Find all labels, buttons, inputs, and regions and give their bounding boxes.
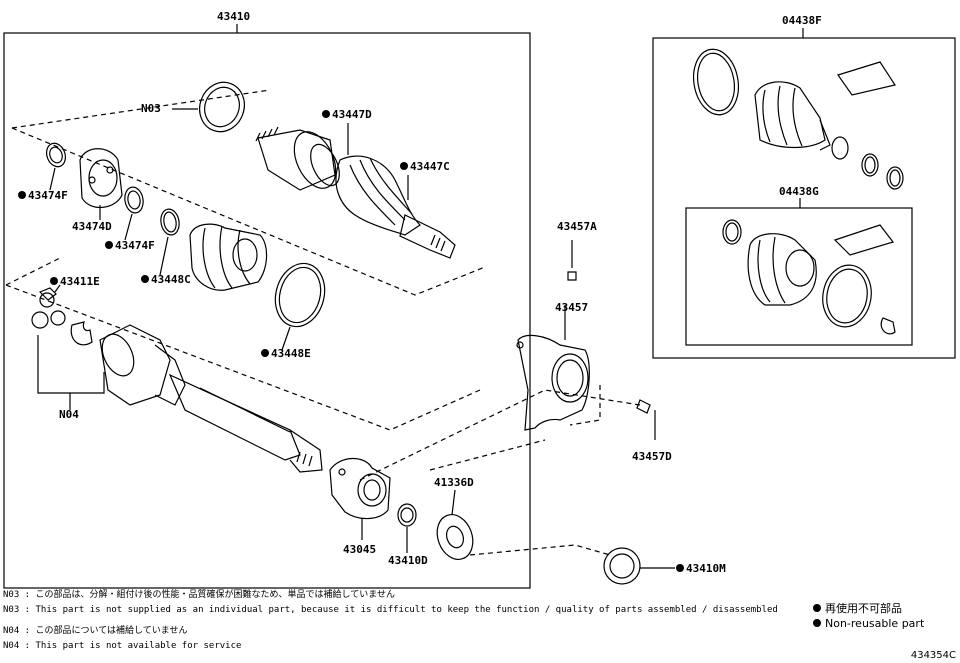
note-n04-japanese: N04 : この部品については補給していません <box>3 626 188 636</box>
label-43474D: 43474D <box>72 220 112 233</box>
label-43410M: 43410M <box>676 563 726 575</box>
non-reusable-dot <box>676 564 684 572</box>
label-43457D: 43457D <box>632 450 672 463</box>
label-04438G: 04438G <box>779 185 819 198</box>
label-43457: 43457 <box>555 301 589 314</box>
boot-kit-frame-04438F <box>652 37 956 359</box>
label-N04: N04 <box>59 408 79 421</box>
label-43411E: 43411E <box>50 276 100 288</box>
note-n04-english: N04 : This part is not available for ser… <box>3 641 242 651</box>
non-reusable-dot <box>322 110 330 118</box>
label-43457A: 43457A <box>557 220 597 233</box>
legend-japanese: 再使用不可部品 <box>813 602 902 615</box>
outer-cv-joint <box>255 126 456 259</box>
label-43448E: 43448E <box>261 348 311 360</box>
label-N03: N03 <box>141 102 161 115</box>
non-reusable-dot <box>261 349 269 357</box>
non-reusable-dot <box>141 275 149 283</box>
assembly-frame-43410 <box>3 32 531 589</box>
inner-boot <box>189 223 268 291</box>
non-reusable-dot <box>400 162 408 170</box>
label-43474F-b: 43474F <box>105 240 155 252</box>
note-n03-english: N03 : This part is not supplied as an in… <box>3 605 778 615</box>
label-43410D: 43410D <box>388 554 428 567</box>
label-43448C: 43448C <box>141 274 191 286</box>
legend-english: Non-reusable part <box>813 617 924 630</box>
inner-cv-joint-shaft <box>99 324 323 473</box>
label-43447C: 43447C <box>400 161 450 173</box>
label-43447D: 43447D <box>322 109 372 121</box>
label-43474F-a: 43474F <box>18 190 68 202</box>
legend-dot <box>813 604 821 612</box>
non-reusable-dot <box>18 191 26 199</box>
label-43045: 43045 <box>343 543 377 556</box>
drawing-reference-number: 434354C <box>910 650 956 661</box>
non-reusable-dot <box>50 277 58 285</box>
label-41336D: 41336D <box>434 476 474 489</box>
note-n03-japanese: N03 : この部品は、分解・組付け後の性能・品質確保が困難なため、単品では補給… <box>3 590 395 600</box>
boot-kit-frame-04438G <box>685 207 913 346</box>
legend-dot <box>813 619 821 627</box>
non-reusable-dot <box>105 241 113 249</box>
label-43410: 43410 <box>217 10 251 23</box>
bearing-bracket-drawing <box>516 334 590 431</box>
label-04438F: 04438F <box>782 14 822 27</box>
